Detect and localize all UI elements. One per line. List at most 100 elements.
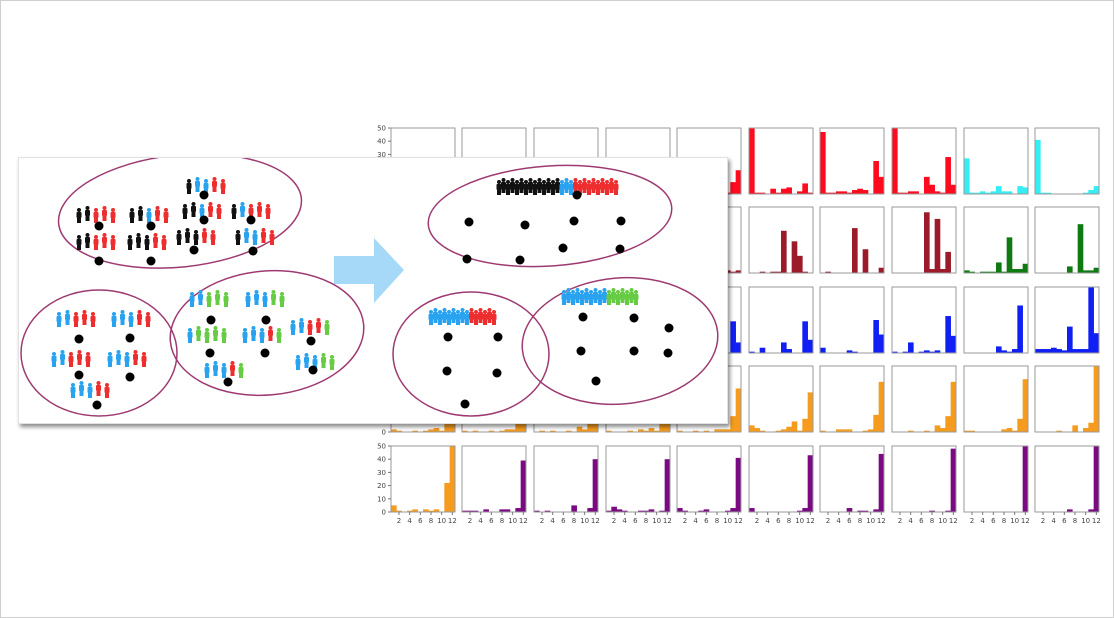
histogram-bar: [807, 455, 814, 512]
histogram-bar: [852, 190, 858, 194]
person-legs: [609, 188, 614, 193]
y-tick-label: 10: [377, 495, 386, 503]
person-head: [244, 228, 249, 232]
person-body: [163, 212, 169, 218]
person-icon: [204, 363, 210, 378]
person-icon: [600, 178, 605, 193]
histogram-bar: [467, 510, 473, 512]
person-icon: [561, 290, 567, 305]
histogram-bar: [1072, 349, 1078, 353]
person-body: [550, 184, 556, 190]
histogram-bar: [515, 508, 521, 512]
histogram-bar: [472, 510, 479, 512]
histogram-bar: [862, 249, 869, 273]
histogram-bar: [749, 425, 755, 432]
person-legs: [268, 336, 273, 341]
panel-axes: [533, 445, 599, 513]
person-body: [102, 210, 107, 216]
person-icon: [221, 363, 227, 378]
centroid-dot: [146, 256, 156, 266]
person-icon: [129, 208, 135, 223]
person-icon: [155, 206, 160, 221]
person-legs: [65, 320, 70, 325]
person-head: [253, 230, 257, 234]
histogram-bar: [802, 418, 808, 432]
person-icon: [597, 290, 603, 305]
person-body: [460, 312, 465, 318]
person-body: [189, 296, 195, 302]
person-legs: [596, 190, 600, 195]
person-head: [451, 308, 456, 312]
histogram-bar: [1072, 425, 1078, 432]
histogram-bar: [759, 347, 766, 353]
person-icon: [564, 178, 569, 193]
person-legs: [591, 188, 596, 193]
cluster-ellipse: [521, 276, 719, 406]
person-icon: [528, 178, 533, 193]
histogram-bar: [587, 420, 593, 432]
person-icon: [295, 355, 301, 370]
centroid-dot: [515, 255, 525, 265]
person-icon: [469, 308, 474, 323]
person-icon: [56, 312, 62, 327]
person-head: [620, 288, 625, 292]
person-head: [236, 230, 240, 234]
person-icon: [120, 310, 125, 325]
x-tick-label: 10: [1081, 517, 1090, 525]
person-legs: [555, 188, 560, 193]
person-head: [60, 350, 65, 354]
histogram-bar: [980, 191, 986, 194]
person-legs: [222, 338, 226, 343]
histogram-bar: [1083, 349, 1089, 353]
person-icon: [259, 328, 265, 343]
person-icon: [568, 180, 574, 195]
histogram-bar: [1006, 428, 1013, 432]
person-legs: [501, 188, 506, 193]
person-head: [102, 206, 107, 210]
person-icon: [145, 312, 151, 327]
histogram-bar: [735, 270, 742, 273]
person-icon: [189, 292, 195, 307]
person-body: [514, 184, 520, 190]
person-head: [257, 202, 262, 206]
person-icon: [82, 310, 87, 325]
person-head: [483, 310, 487, 314]
person-body: [252, 234, 258, 240]
histogram-bar: [878, 334, 885, 353]
person-body: [155, 210, 160, 216]
person-icon: [523, 180, 529, 195]
histogram-bar: [878, 381, 885, 432]
person-body: [496, 184, 502, 190]
person-legs: [153, 243, 158, 248]
centroid-dot: [206, 315, 216, 325]
person-head: [593, 288, 598, 292]
person-icon: [76, 208, 82, 223]
histogram-bar: [1083, 428, 1089, 432]
person-head: [105, 383, 109, 387]
person-icon: [73, 312, 79, 327]
histogram-bar: [407, 510, 413, 512]
person-body: [242, 332, 248, 338]
x-tick-label: 10: [508, 517, 517, 525]
person-head: [187, 179, 191, 183]
histogram-bar: [1077, 224, 1084, 273]
person-icon: [216, 204, 222, 219]
person-body: [478, 312, 483, 318]
panel-axes: [1034, 286, 1100, 354]
person-legs: [620, 298, 625, 303]
histogram-bar: [862, 430, 869, 432]
histogram-bar: [878, 176, 885, 194]
person-head: [546, 178, 551, 182]
person-legs: [325, 330, 329, 335]
person-legs: [571, 300, 575, 305]
histogram-bar: [1001, 429, 1007, 432]
person-head: [614, 180, 618, 184]
histogram-bar: [1001, 271, 1007, 273]
histogram-bar: [1006, 351, 1013, 353]
person-body: [613, 184, 619, 190]
person-body: [295, 359, 301, 365]
person-head: [616, 290, 620, 294]
person-body: [187, 332, 193, 338]
person-body: [204, 367, 210, 373]
person-body: [437, 314, 443, 320]
